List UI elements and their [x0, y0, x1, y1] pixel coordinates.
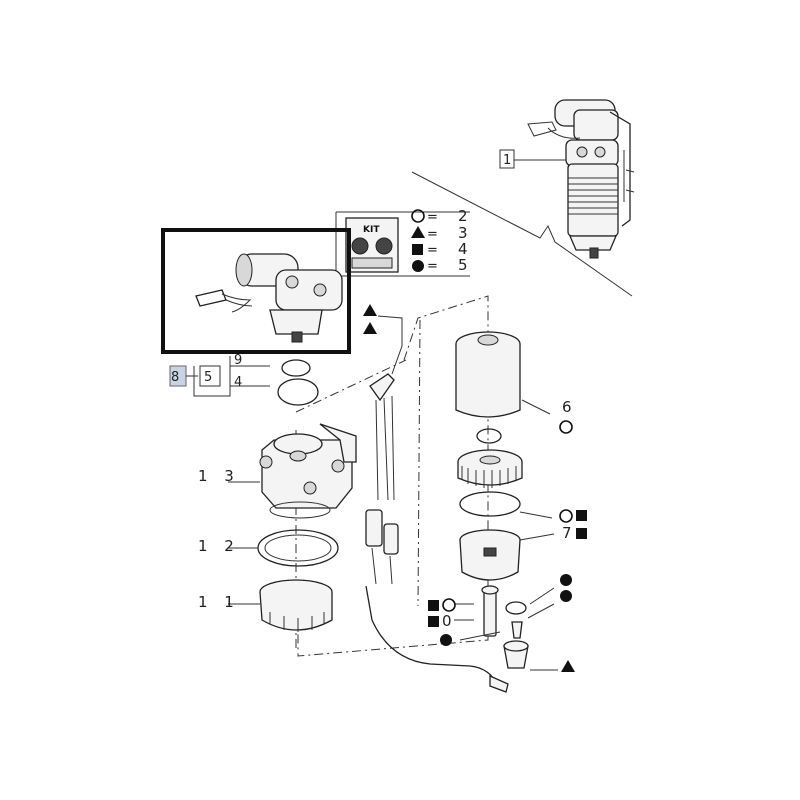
callout-1: 1: [503, 153, 511, 168]
triangle-icon: [363, 322, 377, 334]
bowl-7: 7: [459, 524, 587, 581]
circle-filled-icon: [560, 590, 572, 602]
callout-7: 7: [562, 524, 578, 542]
left-callouts: 8 5 9 4: [169, 353, 319, 406]
triangle-icon: [363, 304, 377, 316]
square-icon: [428, 616, 439, 627]
retaining-ring-11: 1 1: [198, 579, 333, 632]
triangle-icon: [411, 226, 425, 238]
circle-open-icon: [559, 509, 573, 523]
seal-ring-12: 1 2: [198, 529, 339, 567]
svg-text:=: =: [427, 259, 438, 274]
circle-filled-icon: [560, 574, 572, 586]
legend-ref-4: 4: [458, 240, 474, 258]
square-icon: [576, 510, 587, 521]
square-icon: [428, 600, 439, 611]
circle-open-icon: [559, 420, 573, 434]
callout-10: 0: [442, 612, 458, 630]
svg-text:=: =: [427, 227, 438, 242]
callout-5: 5: [204, 370, 212, 385]
callout-9: 9: [234, 353, 242, 368]
legend-ref-2: 2: [458, 207, 474, 225]
filter-element-6: 6: [455, 331, 578, 444]
sensor-wiring: [363, 304, 509, 693]
highlighted-pump: [161, 228, 351, 354]
callout-13: 1 3: [198, 467, 240, 485]
callout-12: 1 2: [198, 537, 240, 555]
overview-assembly: [411, 99, 635, 297]
square-icon: [576, 528, 587, 539]
callout-4: 4: [234, 375, 242, 390]
seal-ring-7: [459, 491, 587, 523]
kit-icon: [351, 237, 393, 269]
callout-8: 8: [171, 370, 179, 385]
highlight-frame: [161, 228, 351, 354]
square-icon: [412, 244, 423, 255]
callout-11: 1 1: [198, 593, 240, 611]
circle-filled-icon: [412, 260, 424, 272]
gear-disc: [457, 449, 523, 488]
legend-ref-5: 5: [458, 256, 474, 274]
circle-open-icon: [411, 209, 425, 223]
kit-label: KIT: [363, 225, 380, 235]
svg-text:=: =: [427, 243, 438, 258]
callout-6: 6: [562, 398, 578, 416]
circle-filled-icon: [440, 634, 452, 646]
filter-head-13: 1 3: [198, 423, 357, 519]
drain-parts: 0: [428, 574, 575, 672]
legend-ref-3: 3: [458, 224, 474, 242]
svg-text:=: =: [427, 210, 438, 225]
kit-legend: KIT = 2 = 3 = 4 = 5: [335, 207, 474, 277]
triangle-icon: [561, 660, 575, 672]
circle-open-icon: [442, 598, 456, 612]
